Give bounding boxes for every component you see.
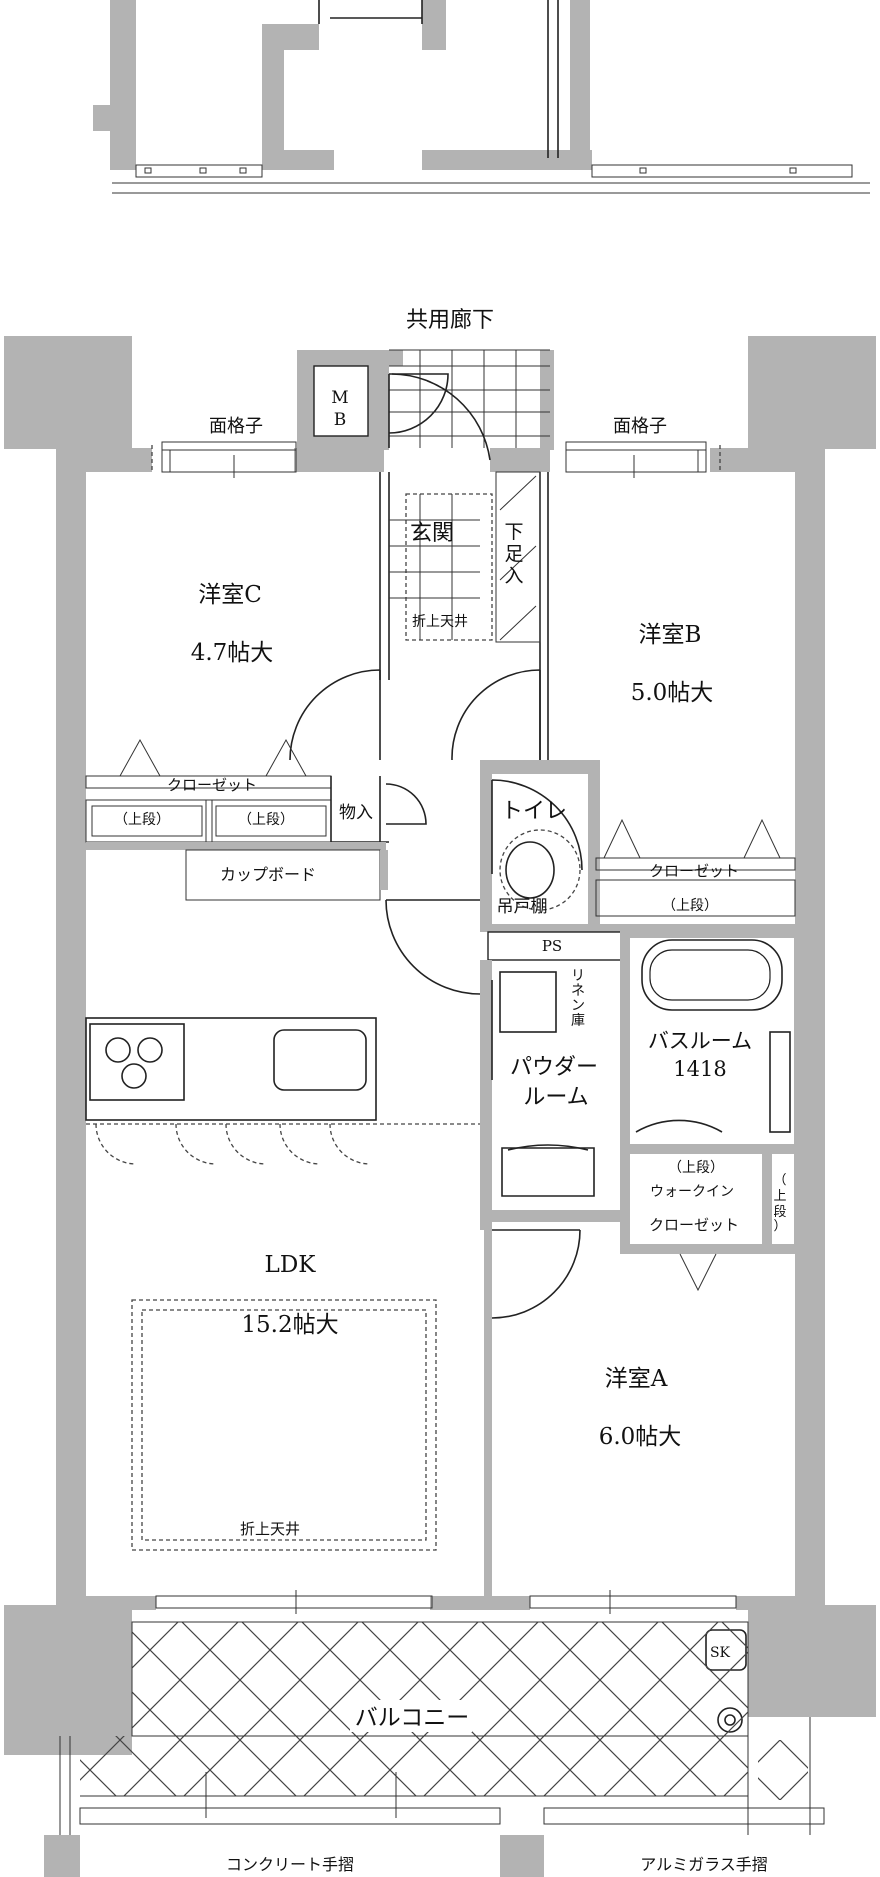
closet-c-upper-1: （上段） bbox=[114, 812, 170, 828]
room-c-size: 4.7帖大 bbox=[191, 640, 274, 666]
linen-label-3: ン bbox=[571, 998, 585, 1014]
powder-label-1: パウダー bbox=[510, 1055, 598, 1080]
shoebox-label-1: 下 bbox=[504, 521, 523, 543]
toilet-label: トイレ bbox=[501, 799, 567, 824]
lattice-label-left: 面格子 bbox=[209, 416, 263, 437]
walkin-label: ウォークイン bbox=[650, 1184, 734, 1200]
storage-label: 物入 bbox=[339, 803, 373, 823]
mb-label-1: M bbox=[331, 388, 348, 408]
room-b-size: 5.0帖大 bbox=[631, 680, 714, 706]
corridor-label: 共用廊下 bbox=[406, 308, 494, 333]
room-b-name: 洋室B bbox=[639, 622, 702, 648]
bathroom-name: バスルーム bbox=[648, 1029, 752, 1053]
room-labels: 玄関 下 足 入 折上天井 洋室C 4.7帖大 洋室B 5.0帖大 クローゼット… bbox=[114, 521, 787, 1874]
entrance-label: 玄関 bbox=[410, 521, 454, 546]
closet-c-upper-2: （上段） bbox=[238, 812, 294, 828]
ldk-ceiling-label: 折上天井 bbox=[240, 1520, 300, 1538]
shoebox-label-2: 足 bbox=[504, 543, 523, 565]
walkin-side-upper-4: ） bbox=[773, 1219, 786, 1234]
concrete-rail-label: コンクリート手摺 bbox=[226, 1855, 354, 1874]
entrance-door-area bbox=[388, 349, 550, 461]
glass-rail-label: アルミガラス手摺 bbox=[640, 1855, 768, 1874]
linen-label-4: 庫 bbox=[571, 1012, 585, 1029]
lattice-label-right: 面格子 bbox=[613, 416, 667, 437]
shoebox-label-3: 入 bbox=[504, 565, 523, 587]
bathroom-size: 1418 bbox=[673, 1057, 726, 1081]
entrance-ceiling-label: 折上天井 bbox=[412, 614, 468, 630]
mb-label-2: B bbox=[334, 410, 347, 430]
powder-label-2: ルーム bbox=[523, 1085, 588, 1110]
closet-b-upper: （上段） bbox=[662, 898, 718, 914]
top-windows bbox=[151, 441, 721, 478]
walkin-upper-label: （上段） bbox=[668, 1160, 724, 1176]
walkin-side-upper-3: 段 bbox=[773, 1205, 786, 1220]
room-a-size: 6.0帖大 bbox=[599, 1424, 682, 1450]
closet-c-label: クローゼット bbox=[167, 776, 257, 794]
room-a-name: 洋室A bbox=[605, 1366, 668, 1392]
closet-b-label: クローゼット bbox=[649, 862, 739, 880]
hanging-shelf-label: 吊戸棚 bbox=[497, 897, 548, 917]
room-c-name: 洋室C bbox=[198, 582, 262, 608]
cupboard-label: カップボード bbox=[220, 865, 316, 884]
doors-and-fixtures bbox=[85, 471, 791, 1733]
sk-label: SK bbox=[710, 1645, 731, 1661]
walkin-closet-label: クローゼット bbox=[649, 1216, 739, 1234]
walkin-side-upper-2: 上 bbox=[773, 1189, 786, 1204]
balcony-label-bg bbox=[350, 1700, 472, 1732]
ps-label: PS bbox=[542, 937, 562, 955]
balcony-label: バルコニー bbox=[355, 1705, 470, 1731]
neighbour-unit-fragment bbox=[93, 0, 870, 194]
linen-label-1: リ bbox=[571, 968, 585, 984]
walkin-side-upper-1: （ bbox=[773, 1173, 786, 1188]
ldk-name: LDK bbox=[265, 1252, 317, 1278]
linen-label-2: ネ bbox=[571, 983, 585, 999]
ldk-size: 15.2帖大 bbox=[241, 1312, 338, 1338]
balcony-area bbox=[59, 1621, 825, 1835]
